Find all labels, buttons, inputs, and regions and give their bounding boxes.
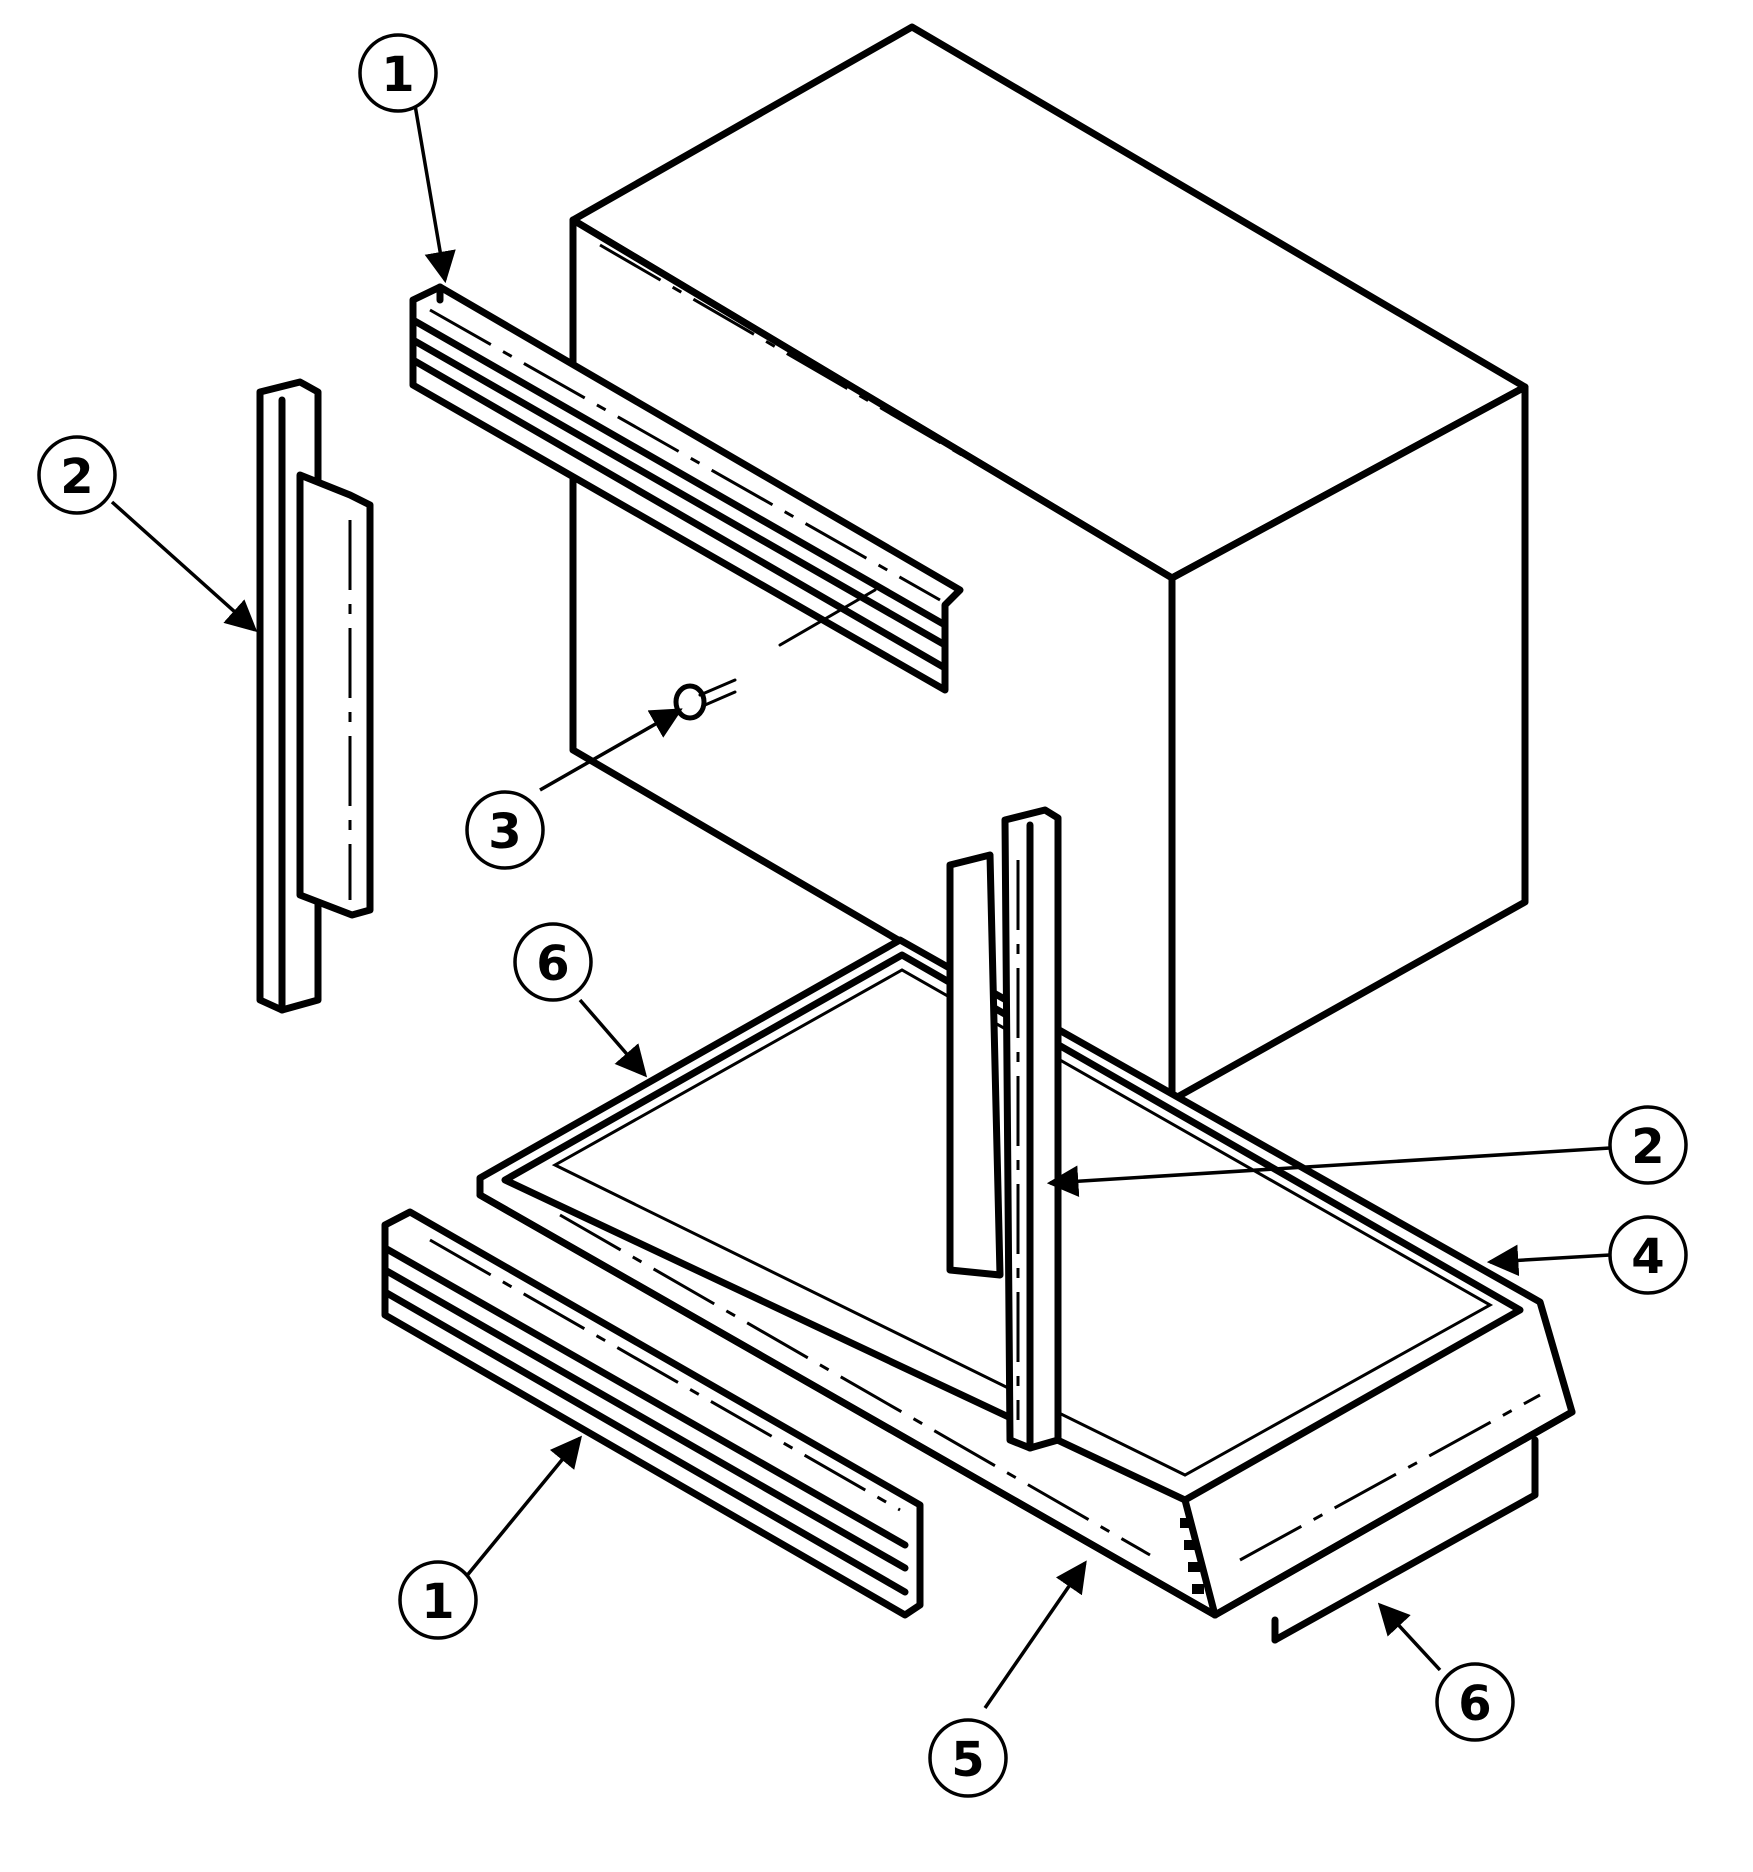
callout-label: 3 bbox=[488, 804, 521, 860]
callout-1-top: 1 bbox=[358, 33, 438, 113]
callout-label: 4 bbox=[1631, 1229, 1664, 1285]
callout-label: 6 bbox=[536, 936, 569, 992]
cabinet-box bbox=[569, 23, 1529, 1104]
callout-label: 1 bbox=[421, 1574, 454, 1630]
leader-lines bbox=[110, 104, 1611, 1709]
callout-2-left: 2 bbox=[37, 435, 117, 515]
callout-1-bottom: 1 bbox=[398, 1560, 478, 1640]
trim-strip-top bbox=[409, 283, 964, 694]
callout-4: 4 bbox=[1608, 1215, 1688, 1295]
callout-label: 2 bbox=[60, 449, 93, 505]
callout-3: 3 bbox=[465, 790, 545, 870]
callout-5: 5 bbox=[928, 1718, 1008, 1798]
callout-label: 2 bbox=[1631, 1119, 1664, 1175]
callout-label: 1 bbox=[381, 47, 414, 103]
callout-6-right: 6 bbox=[1435, 1662, 1515, 1742]
callout-2-right: 2 bbox=[1608, 1105, 1688, 1185]
callout-label: 6 bbox=[1458, 1676, 1491, 1732]
trim-strip-bottom bbox=[381, 1208, 924, 1619]
trim-post-right bbox=[946, 806, 1062, 1452]
callout-6-left: 6 bbox=[513, 922, 593, 1002]
trim-post-left bbox=[256, 378, 374, 1014]
hinge-slots bbox=[1180, 1518, 1204, 1594]
callout-label: 5 bbox=[951, 1732, 984, 1788]
screw bbox=[673, 588, 877, 721]
